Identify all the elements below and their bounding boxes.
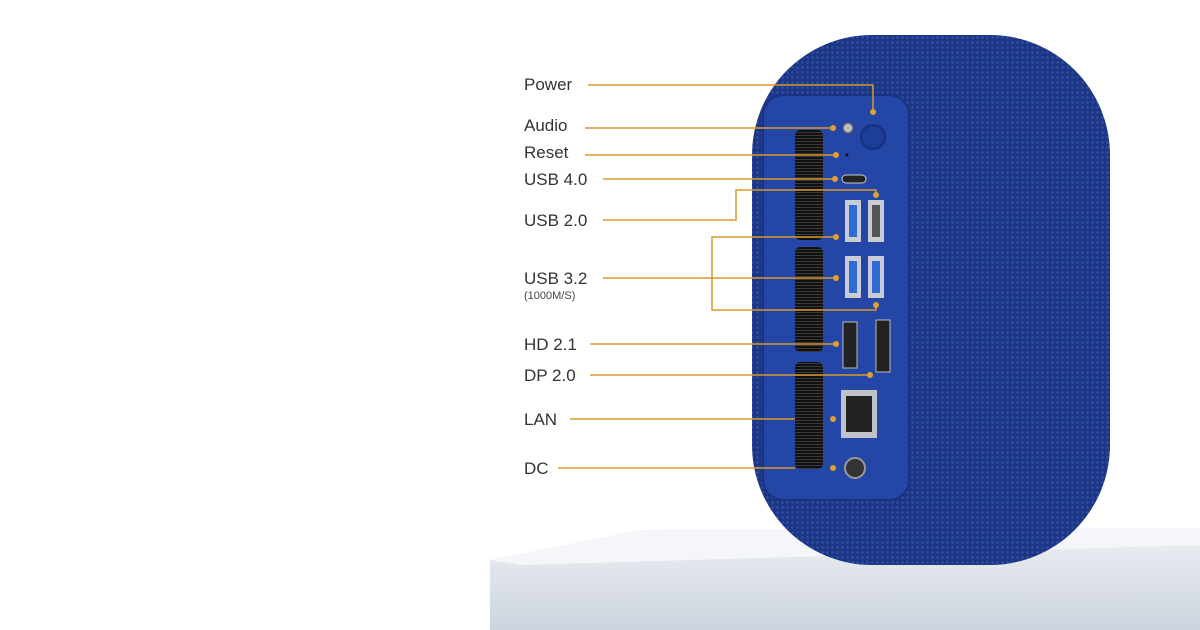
callout-dot (830, 416, 836, 422)
vent-top (795, 130, 823, 240)
label-lan: LAN (524, 410, 558, 429)
usb-port-tongue (849, 261, 857, 293)
vent-middle (795, 247, 823, 352)
label-usb40: USB 4.0 (524, 170, 588, 189)
label-audio: Audio (524, 116, 568, 135)
callout-dot (830, 125, 836, 131)
label-dp20: DP 2.0 (524, 366, 576, 385)
callout-dots (830, 109, 879, 471)
hdmi-port (842, 321, 858, 369)
callout-dot (833, 234, 839, 240)
callout-dot (873, 302, 879, 308)
callout-power (588, 84, 874, 111)
audio-jack (842, 122, 854, 134)
label-usb32: USB 3.2 (524, 269, 588, 288)
displayport-port (875, 319, 891, 373)
label-reset: Reset (524, 143, 569, 162)
label-usb20: USB 2.0 (524, 211, 588, 230)
usb-port-tongue (849, 205, 857, 237)
callout-usb20 (603, 189, 877, 221)
power-button (860, 124, 886, 150)
callout-dot (867, 372, 873, 378)
callout-lines (558, 84, 877, 469)
label-power: Power (524, 75, 573, 94)
label-hd21: HD 2.1 (524, 335, 577, 354)
callout-dot (833, 275, 839, 281)
callout-dot (832, 176, 838, 182)
callout-dot (833, 152, 839, 158)
callout-dot (873, 192, 879, 198)
dc-jack (844, 457, 866, 479)
usb-port-tongue (872, 205, 880, 237)
callout-dot (833, 341, 839, 347)
vent-bottom (795, 362, 823, 469)
lan-socket (846, 396, 872, 432)
callout-dot (830, 465, 836, 471)
label-dc: DC (524, 459, 549, 478)
label-usb32-speed: (1000M/S) (524, 290, 576, 302)
usb4-port (841, 174, 867, 184)
reset-hole (845, 153, 849, 157)
callout-dot (870, 109, 876, 115)
usb-port-tongue (872, 261, 880, 293)
